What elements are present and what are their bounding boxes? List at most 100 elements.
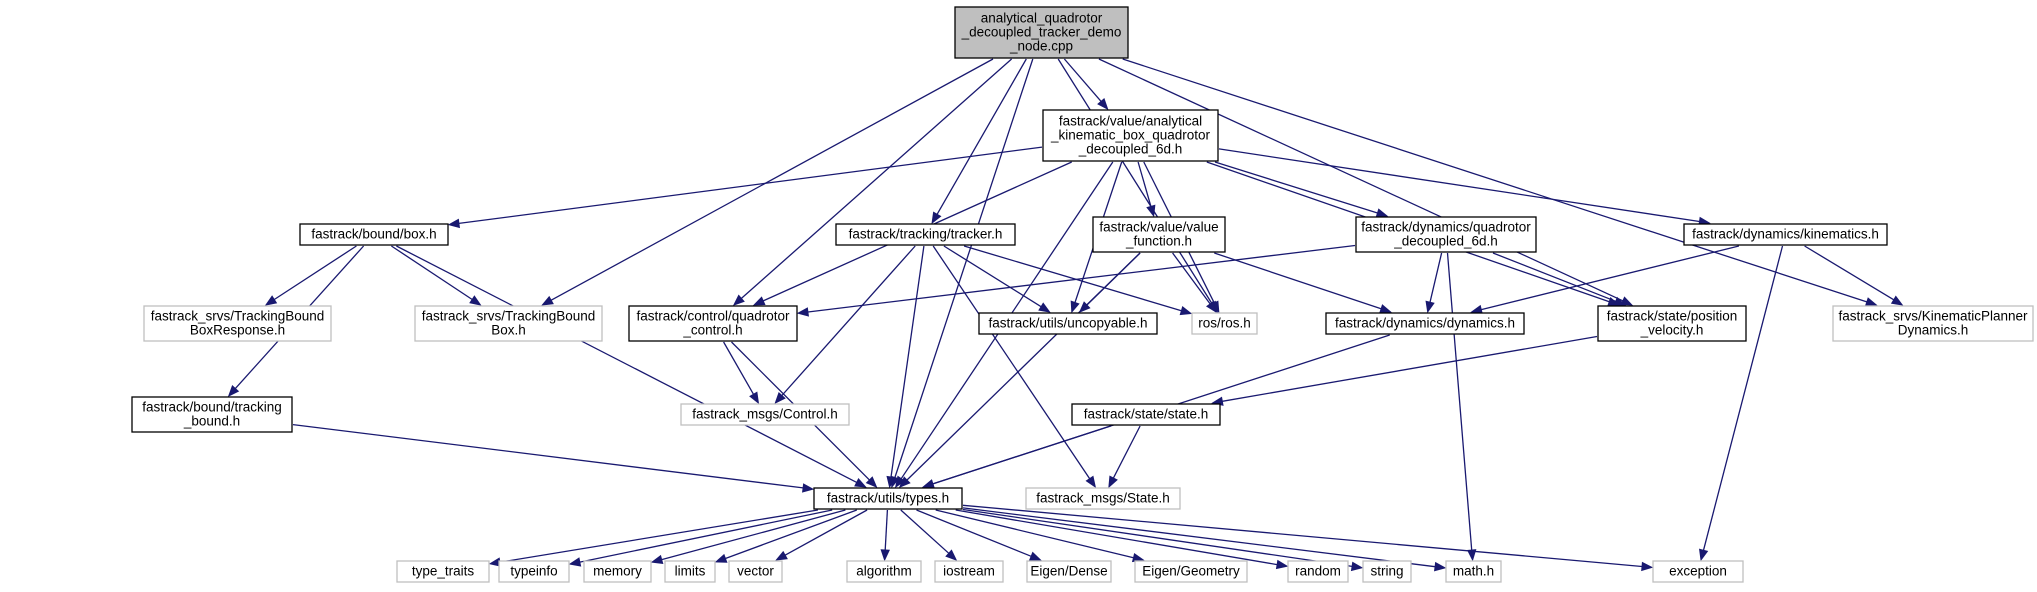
node-state_msg: fastrack_msgs/State.h bbox=[1025, 487, 1181, 510]
edge-tracking_bound-to-types bbox=[292, 423, 815, 493]
edge-dyn_quad-to-pos_vel bbox=[1492, 252, 1627, 306]
edge-arrowhead bbox=[1028, 551, 1042, 561]
edge-line bbox=[550, 58, 994, 301]
node-label-line: fastrack/bound/box.h bbox=[311, 227, 436, 242]
edge-line bbox=[740, 58, 1013, 299]
edge-types-to-type_traits bbox=[488, 509, 819, 567]
edge-bound_box-to-types bbox=[396, 245, 867, 488]
node-type_traits: type_traits bbox=[396, 560, 490, 583]
node-label-line: fastrack_srvs/TrackingBound bbox=[422, 309, 596, 324]
edge-line bbox=[1429, 252, 1443, 303]
node-label-line: fastrack/value/analytical bbox=[1059, 114, 1202, 129]
edge-arrowhead bbox=[1275, 559, 1289, 570]
edge-line bbox=[935, 509, 1134, 559]
node-kinematics[interactable]: fastrack/dynamics/kinematics.h bbox=[1683, 223, 1888, 246]
edge-line bbox=[936, 58, 1027, 215]
edge-line bbox=[963, 245, 1182, 312]
node-label-line: algorithm bbox=[856, 564, 912, 579]
edge-arrowhead bbox=[802, 483, 815, 493]
node-uncopyable[interactable]: fastrack/utils/uncopyable.h bbox=[978, 312, 1158, 335]
node-analytical_kinematic[interactable]: fastrack/value/analytical_kinematic_box_… bbox=[1042, 109, 1219, 162]
edge-arrowhead bbox=[1108, 475, 1118, 489]
edge-line bbox=[781, 245, 916, 396]
edge-pos_vel-to-state bbox=[1211, 335, 1598, 406]
edge-line bbox=[1222, 335, 1598, 402]
edge-line bbox=[1214, 161, 1378, 214]
edge-arrowhead bbox=[886, 475, 896, 489]
node-value_function[interactable]: fastrack/value/value_function.h bbox=[1092, 216, 1226, 253]
node-box bbox=[1191, 312, 1258, 335]
node-label-line: memory bbox=[593, 564, 642, 579]
edge-types-to-typeinfo bbox=[568, 509, 833, 567]
edge-line bbox=[932, 425, 1111, 485]
edge-line bbox=[579, 509, 833, 563]
edge-line bbox=[458, 146, 1043, 225]
edge-line bbox=[906, 252, 1141, 481]
node-label-line: _node.cpp bbox=[1009, 39, 1073, 54]
edge-arrowhead bbox=[752, 296, 766, 306]
node-box bbox=[664, 560, 716, 583]
edge-value_function-to-types bbox=[898, 252, 1141, 488]
edge-line bbox=[1172, 252, 1211, 305]
edge-types-to-string bbox=[962, 508, 1364, 572]
edge-arrowhead bbox=[945, 549, 958, 561]
edge-arrowhead bbox=[732, 294, 745, 306]
node-box bbox=[1026, 560, 1112, 583]
edge-state-to-types bbox=[922, 425, 1111, 489]
edge-arrowhead bbox=[880, 549, 890, 562]
edge-arrowhead bbox=[1375, 208, 1389, 218]
node-dyn_quad[interactable]: fastrack/dynamics/quadrotor_decoupled_6d… bbox=[1355, 216, 1537, 253]
node-label-line: random bbox=[1295, 564, 1341, 579]
node-dynamics[interactable]: fastrack/dynamics/dynamics.h bbox=[1325, 312, 1525, 335]
edge-value_function-to-ros bbox=[1172, 252, 1217, 314]
edge-line bbox=[1481, 245, 1740, 311]
node-label-line: fastrack/tracking/tracker.h bbox=[849, 227, 1003, 242]
node-pos_vel[interactable]: fastrack/state/position_velocity.h bbox=[1597, 305, 1747, 342]
node-limits: limits bbox=[664, 560, 716, 583]
node-ros: ros/ros.h bbox=[1191, 312, 1258, 335]
node-label-line: Dynamics.h bbox=[1898, 323, 1969, 338]
edge-arrowhead bbox=[749, 391, 760, 405]
edge-line bbox=[900, 509, 950, 554]
edge-types-to-vector bbox=[775, 509, 868, 561]
node-bound_box[interactable]: fastrack/bound/box.h bbox=[299, 223, 449, 246]
node-tracking_bound[interactable]: fastrack/bound/tracking_bound.h bbox=[131, 396, 293, 433]
edge-arrowhead bbox=[541, 295, 554, 306]
edge-bound_box-to-tb_response bbox=[264, 245, 357, 306]
edge-root-to-kp_dyn bbox=[1122, 58, 1878, 307]
node-label-line: BoxResponse.h bbox=[190, 323, 285, 338]
node-label-line: Eigen/Dense bbox=[1030, 564, 1107, 579]
node-box bbox=[498, 560, 570, 583]
node-label-line: _kinematic_box_quadrotor bbox=[1050, 128, 1211, 143]
node-quad_control[interactable]: fastrack/control/quadrotor_control.h bbox=[628, 305, 798, 342]
node-box bbox=[680, 403, 850, 426]
node-box bbox=[1325, 312, 1525, 335]
edge-arrowhead bbox=[469, 295, 482, 306]
node-types[interactable]: fastrack/utils/types.h bbox=[813, 487, 963, 510]
edge-arrowhead bbox=[714, 553, 728, 563]
edge-line bbox=[916, 509, 1032, 557]
edge-types-to-limits bbox=[714, 509, 858, 563]
node-tracker[interactable]: fastrack/tracking/tracker.h bbox=[835, 223, 1016, 246]
edge-arrowhead bbox=[774, 392, 786, 405]
node-label-line: string bbox=[1370, 564, 1403, 579]
edge-arrowhead bbox=[775, 550, 788, 561]
node-vector: vector bbox=[728, 560, 783, 583]
edge-arrowhead bbox=[865, 476, 878, 488]
edge-tracker-to-types bbox=[886, 245, 925, 489]
edge-types-to-eigen_geometry bbox=[935, 509, 1145, 563]
node-box bbox=[835, 223, 1016, 246]
node-eigen_dense: Eigen/Dense bbox=[1026, 560, 1112, 583]
edge-arrowhead bbox=[1620, 296, 1634, 306]
edge-arrowhead bbox=[1131, 552, 1145, 563]
edge-line bbox=[807, 244, 1356, 313]
edge-types-to-memory bbox=[650, 509, 846, 564]
edge-line bbox=[396, 245, 857, 483]
edge-arrowhead bbox=[1379, 304, 1392, 314]
node-box bbox=[1355, 216, 1537, 253]
node-state[interactable]: fastrack/state/state.h bbox=[1071, 403, 1221, 426]
node-box bbox=[1042, 109, 1219, 162]
node-root[interactable]: analytical_quadrotor_decoupled_tracker_d… bbox=[954, 6, 1129, 59]
node-label-line: fastrack_srvs/KinematicPlanner bbox=[1838, 309, 2028, 324]
